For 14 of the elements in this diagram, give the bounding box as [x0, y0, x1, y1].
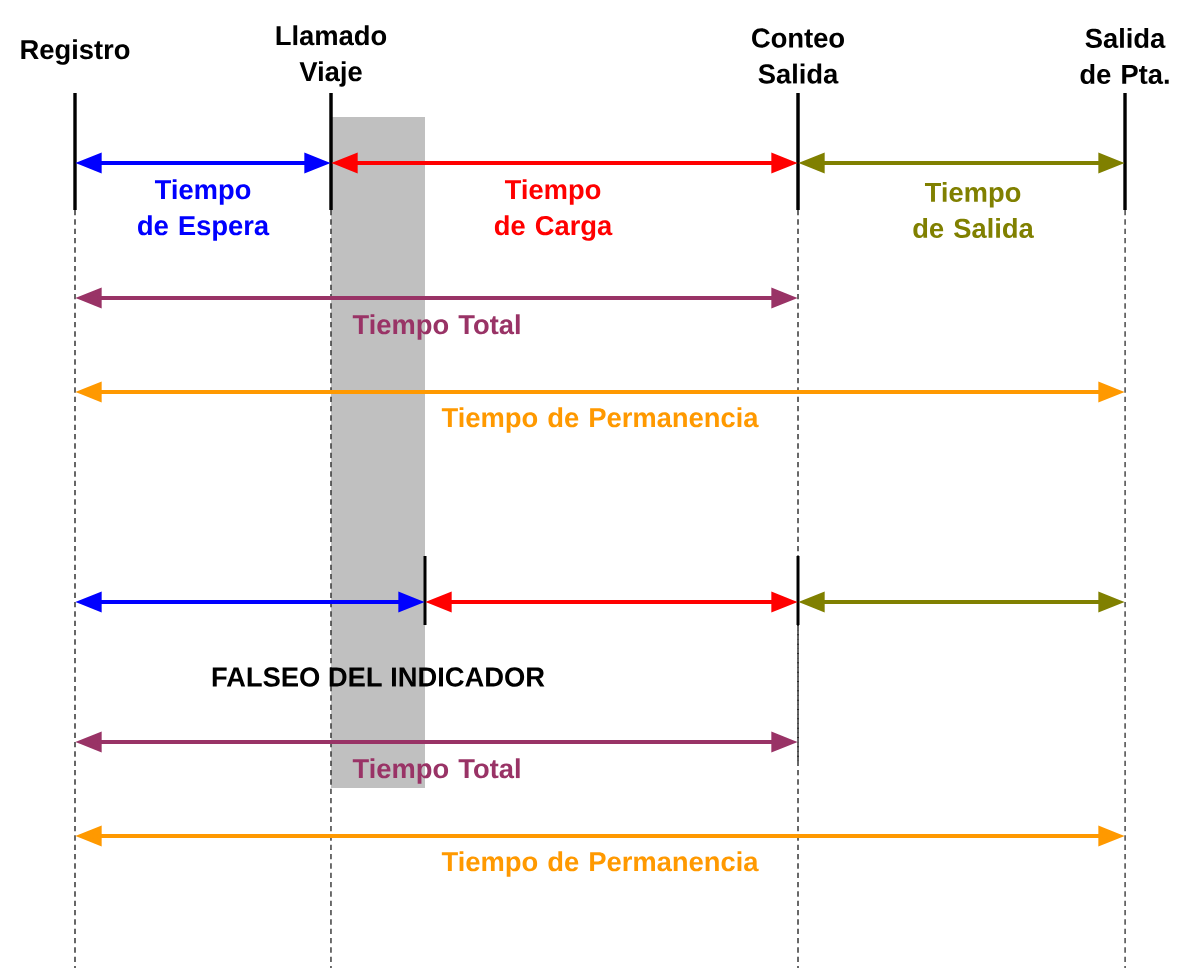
event-heading: Registro: [21, 39, 130, 65]
edge-label: Tiempo de Salida: [913, 181, 1034, 239]
marker-bar: [796, 556, 800, 766]
edge-label: Tiempo de Espera: [138, 179, 270, 241]
edge-label: Tiempo Total: [352, 758, 520, 784]
edge-label: Tiempo de Carga: [494, 179, 613, 241]
note-text: FALSEO DEL INDICADOR: [212, 667, 545, 687]
event-heading: Salida de Pta.: [1080, 27, 1169, 85]
event-heading: Llamado Viaje: [276, 25, 387, 87]
marker-bar: [423, 556, 427, 626]
edge-label: Tiempo de Permanencia: [441, 851, 759, 877]
edge-label: Tiempo Total: [352, 314, 520, 340]
edge-label: Tiempo de Permanencia: [441, 407, 759, 433]
event-heading: Conteo Salida: [752, 28, 844, 84]
